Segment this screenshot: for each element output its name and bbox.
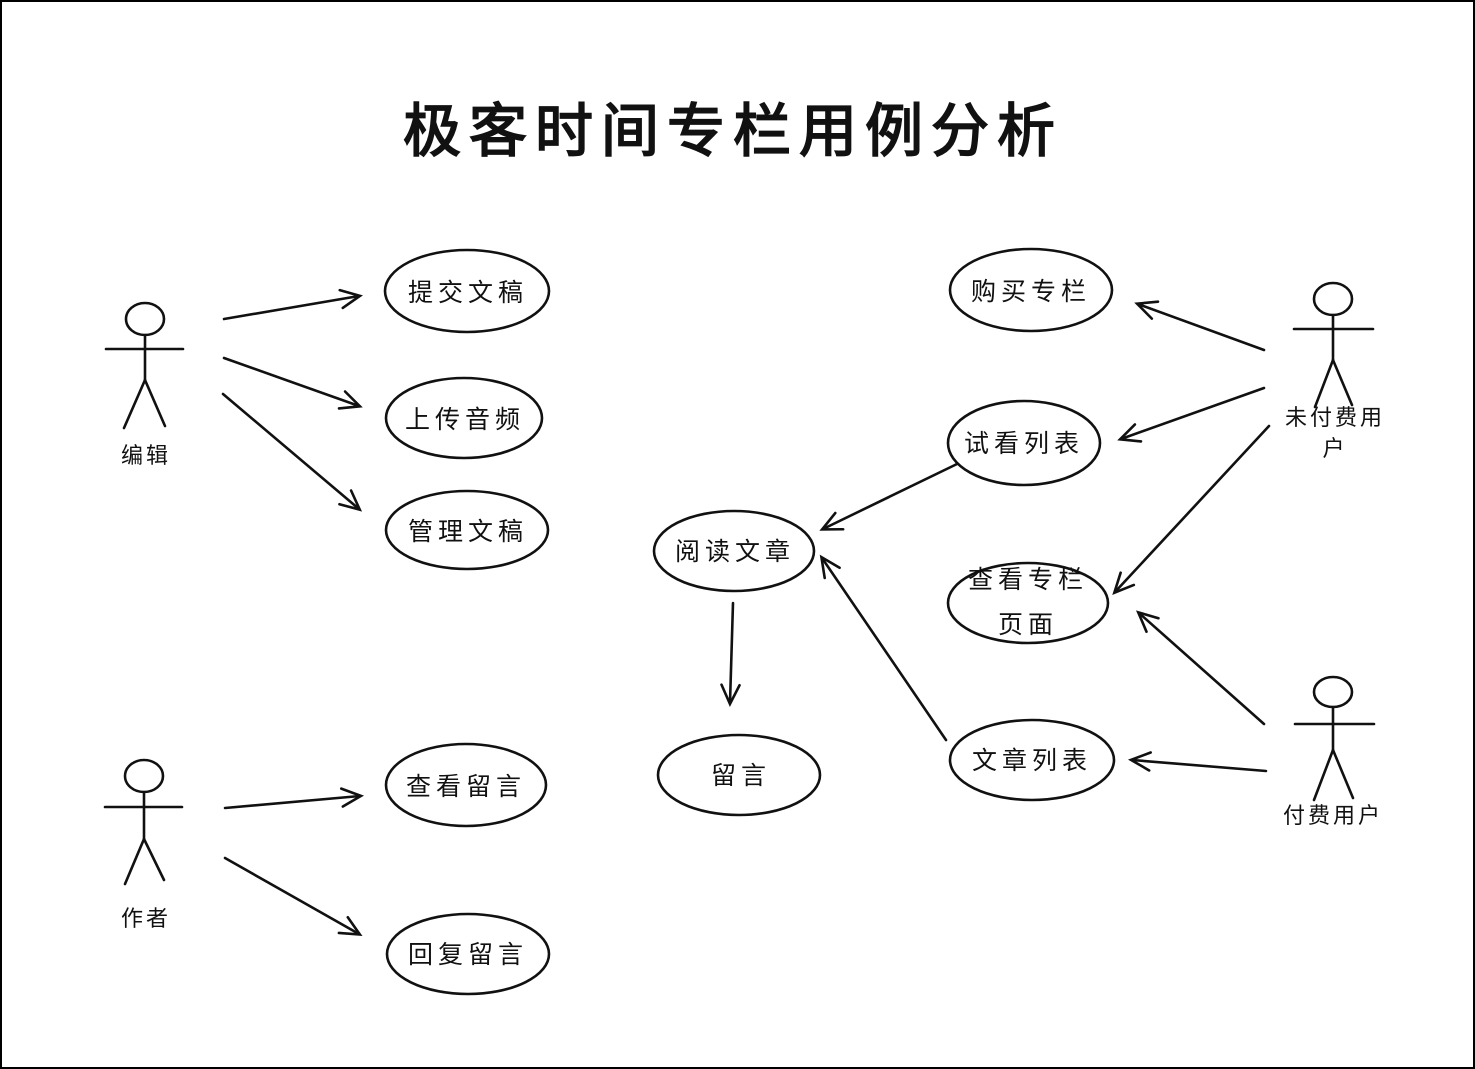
actor-editor-head-icon xyxy=(124,301,166,337)
usecase-reply-comments-ellipse xyxy=(385,912,551,996)
usecase-reply-comments-label: 回复留言 xyxy=(407,940,529,969)
arrow-editor-to-submit-manuscript xyxy=(222,296,359,321)
usecase-comment-label: 留言 xyxy=(710,761,772,790)
arrow-read-article-to-comment xyxy=(730,601,733,703)
usecase-trial-list-label: 试看列表 xyxy=(963,429,1085,458)
actor-unpaid-user-left-leg xyxy=(1313,358,1335,409)
usecase-submit-manuscript-ellipse xyxy=(383,248,551,334)
arrow-unpaid-user-to-trial-list xyxy=(1121,386,1266,439)
usecase-buy-column-ellipse xyxy=(948,247,1114,333)
actor-author-left-leg xyxy=(123,837,146,886)
usecase-trial-list-ellipse xyxy=(946,399,1102,487)
actor-author-right-leg xyxy=(142,837,166,882)
arrow-paid-user-to-view-column-page xyxy=(1139,613,1266,726)
usecase-comment-ellipse xyxy=(656,733,822,817)
diagram-title: 极客时间专栏用例分析 xyxy=(402,97,1064,165)
arrow-author-to-reply-comments xyxy=(223,856,359,934)
usecase-article-list-ellipse xyxy=(948,718,1116,802)
actor-paid-user-left-leg xyxy=(1312,748,1335,802)
actor-paid-user-right-leg xyxy=(1331,748,1355,800)
arrow-unpaid-user-to-view-column-page xyxy=(1115,424,1271,592)
actor-editor-right-leg xyxy=(143,378,167,428)
actor-paid-user-head-icon xyxy=(1312,675,1354,709)
usecase-manage-manuscript-label: 管理文稿 xyxy=(407,517,529,546)
arrow-paid-user-to-article-list xyxy=(1132,760,1268,773)
usecase-manage-manuscript-ellipse xyxy=(384,489,550,571)
arrow-unpaid-user-to-buy-column xyxy=(1138,304,1266,352)
actor-unpaid-user-head-icon xyxy=(1312,281,1354,317)
actor-author-label: 作者 xyxy=(120,907,172,932)
usecase-read-article-label: 阅读文章 xyxy=(674,537,796,566)
usecase-view-column-page-ellipse xyxy=(946,561,1110,645)
usecase-buy-column-label: 购买专栏 xyxy=(970,277,1092,306)
usecase-article-list-label: 文章列表 xyxy=(971,746,1093,775)
actor-paid-user-label: 付费用户 xyxy=(1282,804,1384,829)
actor-author-head-icon xyxy=(123,758,165,794)
actor-author-figure xyxy=(103,758,184,886)
usecase-view-column-page-label: 查看专栏页面 xyxy=(967,565,1088,639)
actor-unpaid-user-right-leg xyxy=(1331,358,1354,407)
usecase-read-article-ellipse xyxy=(652,509,816,593)
usecase-upload-audio-label: 上传音频 xyxy=(404,405,526,434)
usecase-view-comments-label: 查看留言 xyxy=(405,772,527,801)
arrow-author-to-view-comments xyxy=(223,796,360,810)
usecase-upload-audio-ellipse xyxy=(384,376,544,460)
arrow-trial-list-to-read-article xyxy=(823,462,959,529)
arrow-editor-to-manage-manuscript xyxy=(221,392,359,509)
arrow-editor-to-upload-audio xyxy=(222,356,359,406)
usecase-view-comments-ellipse xyxy=(384,742,548,828)
actor-unpaid-user-figure xyxy=(1292,281,1375,409)
actor-editor-figure xyxy=(104,301,185,430)
usecase-submit-manuscript-label: 提交文稿 xyxy=(407,278,529,307)
actor-unpaid-user-label: 未付费用户 xyxy=(1284,406,1385,462)
actor-editor-label: 编辑 xyxy=(120,444,172,469)
arrow-article-list-to-read-article xyxy=(822,558,948,742)
actor-paid-user-figure xyxy=(1293,675,1376,802)
actor-editor-left-leg xyxy=(122,378,147,430)
